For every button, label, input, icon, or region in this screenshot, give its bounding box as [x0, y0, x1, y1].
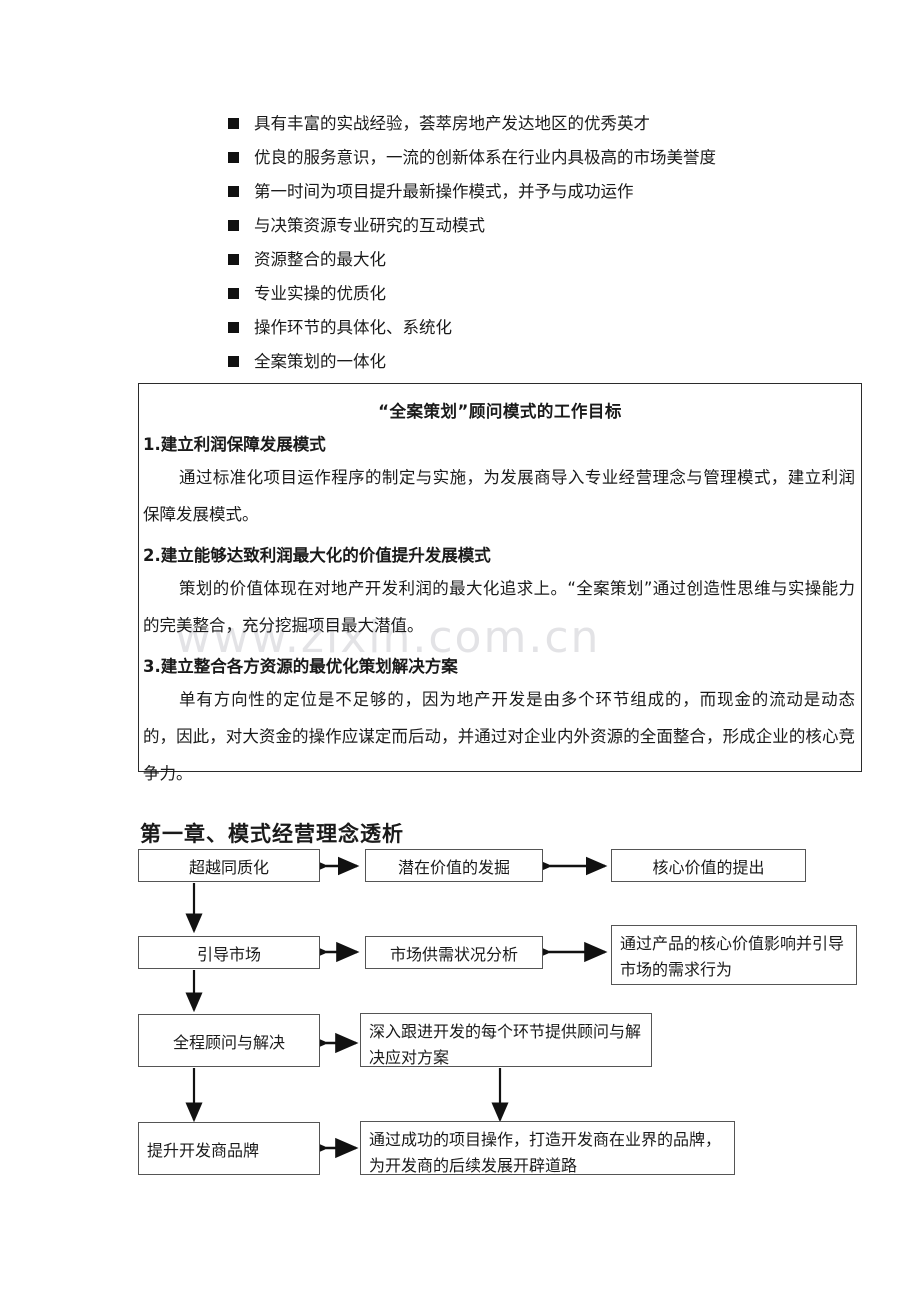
- diagram-node-full-consulting-solution: 全程顾问与解决: [138, 1014, 320, 1067]
- list-item-label: 第一时间为项目提升最新操作模式，并予与成功运作: [254, 182, 634, 201]
- square-bullet-icon: [228, 118, 239, 129]
- diagram-node-potential-value-discovery: 潜在价值的发掘: [365, 849, 543, 882]
- list-item-label: 优良的服务意识，一流的创新体系在行业内具极高的市场美誉度: [254, 148, 716, 167]
- diagram-node-beyond-homogenization: 超越同质化: [138, 849, 320, 882]
- chapter-heading: 第一章、模式经营理念透析: [140, 822, 404, 846]
- diagram-node-core-value-proposal: 核心价值的提出: [611, 849, 806, 882]
- node-label: 全程顾问与解决: [172, 1032, 285, 1052]
- list-item-label: 具有丰富的实战经验，荟萃房地产发达地区的优秀英才: [254, 114, 650, 133]
- square-bullet-icon: [228, 186, 239, 197]
- node-label: 通过产品的核心价值影响并引导市场的需求行为: [620, 934, 845, 979]
- node-label: 通过成功的项目操作，打造开发商在业界的品牌，为开发商的后续发展开辟道路: [369, 1130, 722, 1175]
- diagram-node-core-value-influence: 通过产品的核心价值影响并引导市场的需求行为: [611, 925, 857, 985]
- list-item: 具有丰富的实战经验，荟萃房地产发达地区的优秀英才: [228, 107, 828, 141]
- list-item-label: 与决策资源专业研究的互动模式: [254, 216, 485, 235]
- list-item-label: 操作环节的具体化、系统化: [254, 318, 452, 337]
- list-item: 专业实操的优质化: [228, 277, 828, 311]
- diagram-node-supply-demand-analysis: 市场供需状况分析: [365, 936, 543, 969]
- goal-heading-1: 1.建立利润保障发展模式: [143, 435, 326, 454]
- list-item: 全案策划的一体化: [228, 345, 828, 379]
- goal-body-1: 通过标准化项目运作程序的制定与实施，为发展商导入专业经营理念与管理模式，建立利润…: [143, 468, 855, 524]
- watermark-text: www.zixin.com.cn: [175, 612, 601, 663]
- goal-heading-3: 3.建立整合各方资源的最优化策划解决方案: [143, 657, 458, 676]
- goal-body-3: 单有方向性的定位是不足够的，因为地产开发是由多个环节组成的，而现金的流动是动态的…: [143, 690, 855, 783]
- work-goals-box: “全案策划”顾问模式的工作目标 1.建立利润保障发展模式 通过标准化项目运作程序…: [138, 383, 862, 783]
- list-item: 资源整合的最大化: [228, 243, 828, 277]
- diagram-node-deep-followup-consulting: 深入跟进开发的每个环节提供顾问与解决应对方案: [360, 1013, 652, 1067]
- list-item-label: 全案策划的一体化: [254, 352, 386, 371]
- diagram-node-successful-project-brand: 通过成功的项目操作，打造开发商在业界的品牌，为开发商的后续发展开辟道路: [360, 1121, 735, 1175]
- goal-body-2: 策划的价值体现在对地产开发利润的最大化追求上。“全案策划”通过创造性思维与实操能…: [143, 579, 855, 635]
- list-item-label: 资源整合的最大化: [254, 250, 386, 269]
- node-label: 核心价值的提出: [652, 857, 765, 877]
- feature-bullet-list: 具有丰富的实战经验，荟萃房地产发达地区的优秀英才 优良的服务意识，一流的创新体系…: [228, 107, 828, 379]
- list-item: 操作环节的具体化、系统化: [228, 311, 828, 345]
- diagram-node-upgrade-developer-brand: 提升开发商品牌: [138, 1122, 320, 1175]
- square-bullet-icon: [228, 322, 239, 333]
- node-label: 市场供需状况分析: [389, 944, 518, 964]
- square-bullet-icon: [228, 254, 239, 265]
- square-bullet-icon: [228, 152, 239, 163]
- square-bullet-icon: [228, 220, 239, 231]
- node-label: 引导市场: [196, 944, 261, 964]
- list-item: 与决策资源专业研究的互动模式: [228, 209, 828, 243]
- goal-heading-2: 2.建立能够达致利润最大化的价值提升发展模式: [143, 546, 491, 565]
- node-label: 深入跟进开发的每个环节提供顾问与解决应对方案: [369, 1022, 642, 1067]
- square-bullet-icon: [228, 356, 239, 367]
- list-item: 优良的服务意识，一流的创新体系在行业内具极高的市场美誉度: [228, 141, 828, 175]
- work-goals-title: “全案策划”顾问模式的工作目标: [378, 402, 622, 421]
- node-label: 超越同质化: [188, 857, 269, 877]
- list-item: 第一时间为项目提升最新操作模式，并予与成功运作: [228, 175, 828, 209]
- node-label: 潜在价值的发掘: [397, 857, 510, 877]
- square-bullet-icon: [228, 288, 239, 299]
- node-label: 提升开发商品牌: [147, 1140, 260, 1160]
- diagram-node-guide-market: 引导市场: [138, 936, 320, 969]
- list-item-label: 专业实操的优质化: [254, 284, 386, 303]
